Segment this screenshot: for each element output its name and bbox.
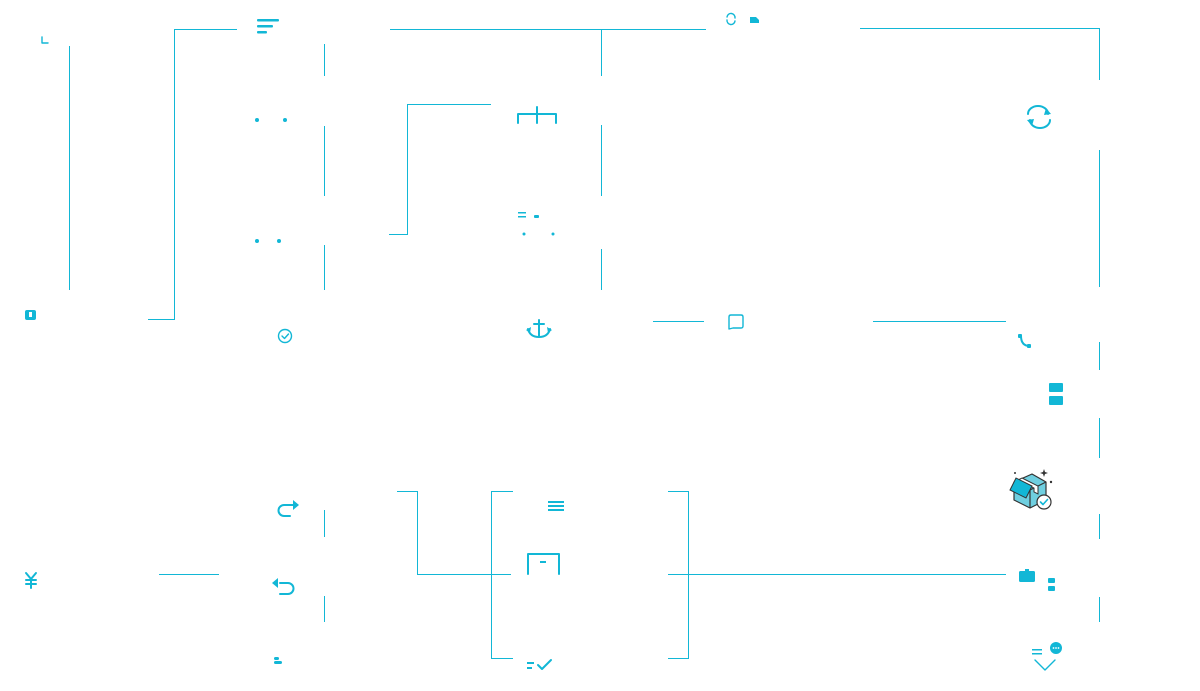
connector-line (860, 28, 1100, 80)
hourglass-icon (25, 310, 36, 320)
task-list-icon (1048, 578, 1055, 591)
chat-icon (728, 314, 744, 330)
bullet-icon (274, 657, 282, 664)
dots-icon (255, 118, 287, 122)
sort-lines-icon (257, 19, 279, 34)
undo-icon (272, 578, 295, 595)
connector-line (397, 491, 511, 575)
briefcase-icon (1019, 569, 1035, 582)
checklist-icon (527, 659, 552, 670)
refresh-circle-icon (1027, 105, 1051, 129)
bracket-icon (517, 106, 557, 124)
redo-icon (277, 500, 299, 517)
list-icon (518, 212, 555, 236)
yen-icon (25, 572, 37, 589)
menu-icon (548, 501, 564, 511)
anchor-icon (526, 319, 552, 338)
connector-lines (69, 28, 1100, 659)
frame-icon (527, 553, 560, 575)
delivered-package-icon (1009, 469, 1053, 510)
corner-icon (41, 36, 49, 44)
phone-icon (1018, 334, 1031, 348)
sync-icon (726, 12, 736, 26)
stack-icon (1049, 383, 1063, 405)
connector-line (148, 29, 237, 320)
message-dropdown-icon (1032, 642, 1062, 671)
dots-icon (255, 239, 281, 243)
connector-line (389, 104, 491, 235)
check-circle-icon (277, 328, 293, 344)
connector-line (491, 491, 513, 659)
file-icon (750, 17, 759, 23)
